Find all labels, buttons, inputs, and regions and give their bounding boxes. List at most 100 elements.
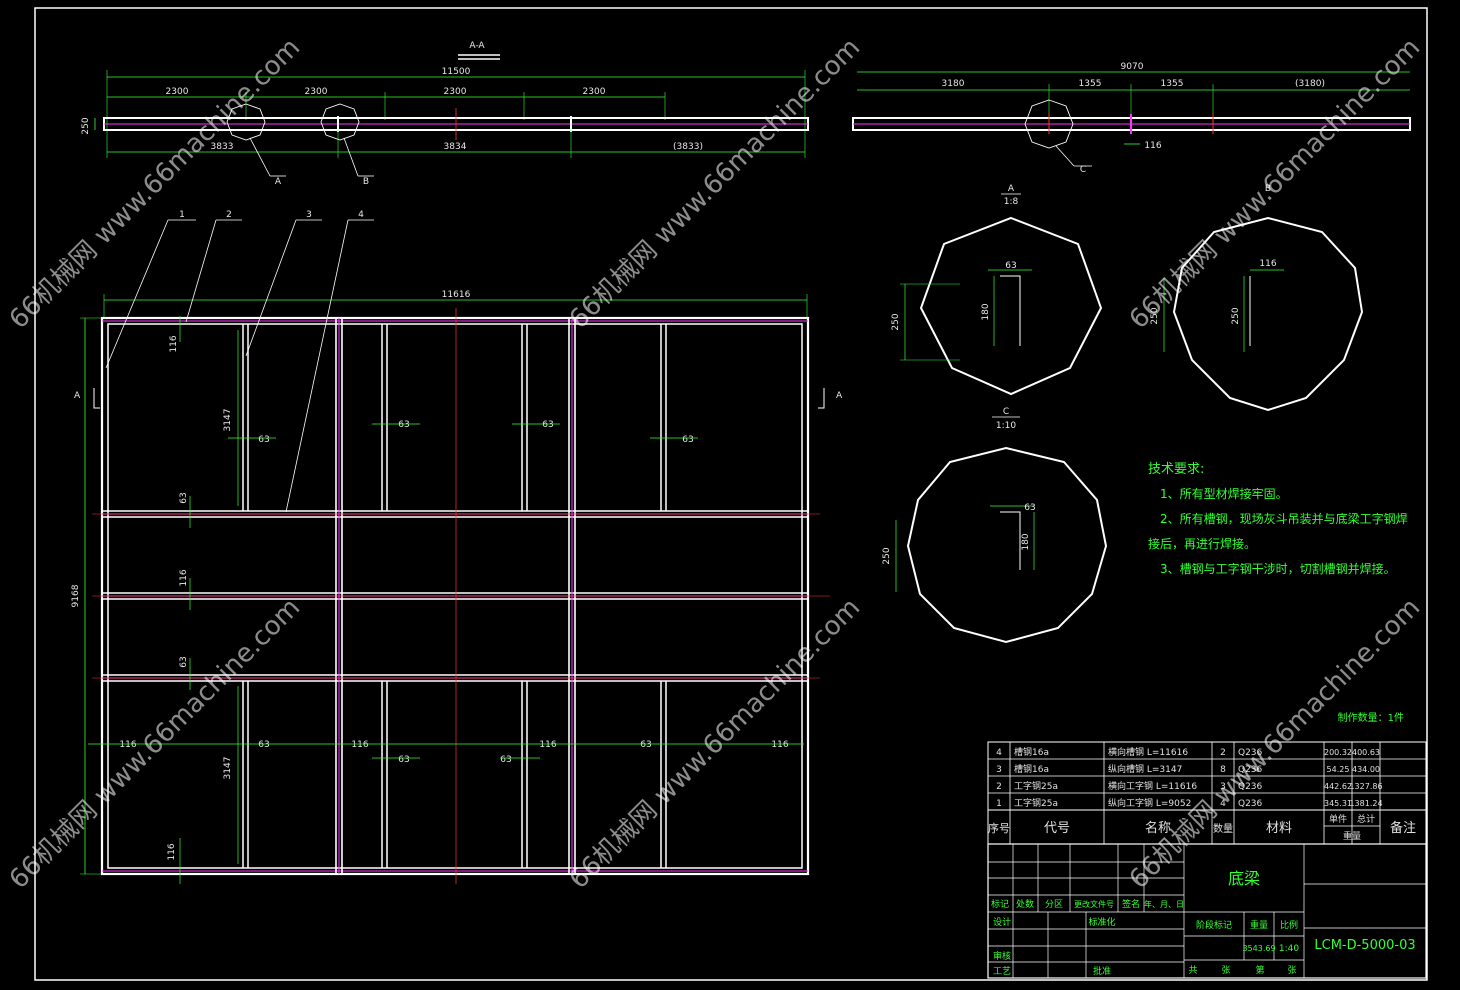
bom-header-qty: 数量 xyxy=(1213,822,1233,835)
bom-cell-unit: 54.25 xyxy=(1327,765,1350,774)
dim-116-bottom: 116 xyxy=(167,843,177,860)
bom-header-total: 总计 xyxy=(1357,813,1375,825)
bom-cell-no: 1 xyxy=(996,799,1002,809)
tech-item-3: 3、槽钢与工字钢干涉时，切割槽钢并焊接。 xyxy=(1160,561,1396,576)
tb-sheets: 张 xyxy=(1221,965,1230,976)
tb-stage: 阶段标记 xyxy=(1196,919,1232,931)
span-4: 2300 xyxy=(583,87,606,97)
tb-sheet: 张 xyxy=(1287,965,1296,976)
dim-63-e: 63 xyxy=(179,492,189,503)
dim-63-d: 63 xyxy=(682,435,693,445)
detail-b-d1: 116 xyxy=(1259,259,1276,269)
detail-b-d3: 250 xyxy=(1150,307,1160,324)
dim-63-g: 63 xyxy=(258,740,269,750)
bom-cell-material: Q236 xyxy=(1238,782,1263,792)
tb-weight-value: 3543.69 xyxy=(1242,944,1275,953)
bom-header-weight: 重量 xyxy=(1343,830,1361,842)
bom-cell-qty: 8 xyxy=(1220,765,1226,775)
span-1: 2300 xyxy=(166,87,189,97)
detail-c: C 1:10 63 180 250 xyxy=(882,407,1108,644)
bom-cell-total: 434.00 xyxy=(1352,765,1380,774)
dim-63-f: 63 xyxy=(179,656,189,667)
tb-sheet-no: 第 xyxy=(1255,964,1264,976)
detail-c-callout: C xyxy=(1080,165,1086,175)
dim-63-i: 63 xyxy=(500,755,511,765)
dim-116-l: 116 xyxy=(119,740,136,750)
title-block: 标记 处数 分区 更改文件号 签名 年、月、日 设计 标准化 审核 工艺 批准 … xyxy=(987,843,1427,979)
span-2: 2300 xyxy=(305,87,328,97)
watermark-6: 66机械网 www.66machine.com xyxy=(1124,593,1426,895)
bom-cell-material: Q236 xyxy=(1238,765,1263,775)
bom-cell-name: 横向槽钢 L=11616 xyxy=(1108,746,1188,758)
detail-b: B 116 250 250 xyxy=(1150,184,1364,412)
bom-cell-no: 3 xyxy=(996,765,1002,775)
tb-scale-value: 1:40 xyxy=(1279,944,1299,954)
bom-cell-code: 槽钢16a xyxy=(1014,763,1049,775)
tb-standard: 标准化 xyxy=(1088,916,1115,928)
dim-63-b: 63 xyxy=(398,420,409,430)
detail-c-d2: 180 xyxy=(1021,533,1031,550)
production-qty: 制作数量：1件 xyxy=(1338,711,1404,724)
overall-dim: 11500 xyxy=(442,67,471,77)
tb-process: 工艺 xyxy=(993,966,1011,977)
bom-cell-material: Q236 xyxy=(1238,748,1263,758)
bottom-span-1: 3833 xyxy=(211,142,234,152)
leader-1: 1 xyxy=(179,210,185,220)
bom-header-no: 序号 xyxy=(988,821,1010,835)
section-mark-right: A xyxy=(836,391,843,401)
tech-requirements: 技术要求: 1、所有型材焊接牢固。 2、所有槽钢，现场灰斗吊装并与底梁工字钢焊 … xyxy=(1148,462,1408,724)
bom-header-remark: 备注 xyxy=(1390,820,1416,836)
bom-cell-no: 4 xyxy=(996,748,1002,758)
bom-header-code: 代号 xyxy=(1044,821,1070,836)
bom-header-name: 名称 xyxy=(1145,820,1171,836)
bom-cell-qty: 3 xyxy=(1220,782,1226,792)
bom-header-material: 材料 xyxy=(1266,821,1292,836)
plan-width: 11616 xyxy=(442,290,471,300)
side-span-3: 1355 xyxy=(1161,79,1184,89)
detail-b-title: B xyxy=(1265,184,1271,194)
bom-cell-code: 槽钢16a xyxy=(1014,746,1049,758)
detail-b-d2: 250 xyxy=(1231,307,1241,324)
bom-cell-unit: 442.62 xyxy=(1324,782,1352,791)
watermark-3: 66机械网 www.66machine.com xyxy=(1124,33,1426,335)
dim-116-mid: 116 xyxy=(179,569,189,586)
detail-a-callout: A xyxy=(275,177,282,187)
tb-design: 设计 xyxy=(993,916,1011,928)
tb-sign: 签名 xyxy=(1122,898,1140,910)
drawing-border xyxy=(34,7,1428,981)
dim-3147-top: 3147 xyxy=(223,409,233,432)
section-mark-left: A xyxy=(74,391,81,401)
tb-approve: 批准 xyxy=(1093,965,1111,977)
watermark-1: 66机械网 www.66machine.com xyxy=(4,33,306,335)
detail-a-d2: 180 xyxy=(981,303,991,320)
leader-2: 2 xyxy=(226,210,232,220)
bom-cell-no: 2 xyxy=(996,782,1002,792)
leader-3: 3 xyxy=(306,210,312,220)
bom-cell-unit: 200.32 xyxy=(1324,748,1352,757)
bottom-span-3: (3833) xyxy=(673,142,703,152)
bom-cell-name: 横向工字钢 L=11616 xyxy=(1108,780,1197,792)
detail-c-title: C xyxy=(1003,407,1009,417)
tb-date: 年、月、日 xyxy=(1144,899,1184,909)
span-3: 2300 xyxy=(444,87,467,97)
dim-63-h: 63 xyxy=(398,755,409,765)
side-span-1: 3180 xyxy=(942,79,965,89)
detail-a-d3: 250 xyxy=(891,313,901,330)
dim-63-a: 63 xyxy=(258,435,269,445)
detail-c-scale: 1:10 xyxy=(996,421,1016,431)
bottom-span-2: 3834 xyxy=(444,142,467,152)
dim-3147-bottom: 3147 xyxy=(223,757,233,780)
side-overall: 9070 xyxy=(1121,62,1144,72)
detail-a: A 1:8 63 180 250 xyxy=(891,184,1103,396)
tb-count: 处数 xyxy=(1016,898,1034,910)
bom-cell-code: 工字钢25a xyxy=(1014,797,1058,809)
bom-cell-qty: 4 xyxy=(1220,799,1226,809)
dim-116-c: 116 xyxy=(351,740,368,750)
tb-mark: 标记 xyxy=(991,898,1009,910)
section-label: A-A xyxy=(469,41,485,51)
dim-116-r: 116 xyxy=(771,740,788,750)
section-height: 250 xyxy=(81,117,91,134)
tb-weight-label: 重量 xyxy=(1250,919,1268,931)
bom-header-unit: 单件 xyxy=(1329,813,1347,825)
